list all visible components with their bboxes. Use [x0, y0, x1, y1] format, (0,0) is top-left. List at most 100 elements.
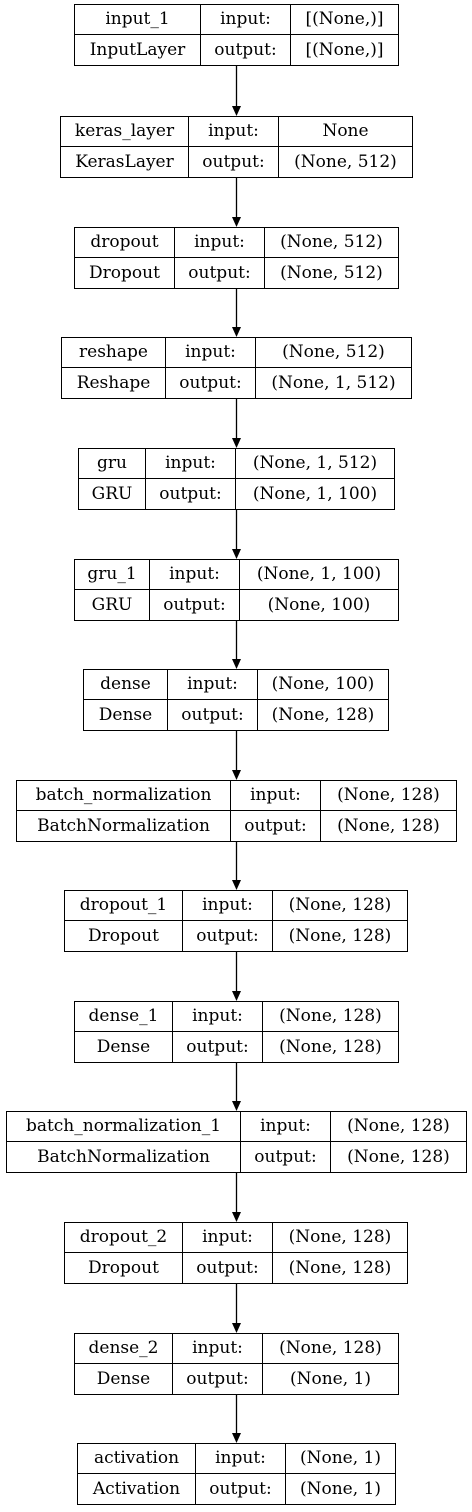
- layer-class: GRU: [79, 479, 146, 509]
- layer-name: reshape: [62, 338, 166, 368]
- input-shape: (None, 1): [286, 1444, 395, 1474]
- layer-class: KerasLayer: [61, 147, 189, 177]
- input-label: input:: [146, 449, 236, 479]
- layer-name: activation: [78, 1444, 196, 1474]
- output-shape: (None, 1, 100): [252, 483, 378, 504]
- input-shape: (None, 128): [263, 1334, 398, 1364]
- layer-name: gru_1: [75, 560, 150, 590]
- layer-class: Dropout: [75, 258, 175, 288]
- output-shape: (None, 128): [279, 1036, 382, 1057]
- layer-name: batch_normalization: [17, 781, 231, 811]
- output-shape: (None, 128): [271, 704, 375, 725]
- output-label: output:: [183, 1253, 273, 1283]
- layer-name: dense: [84, 670, 168, 700]
- layer-class: Dense: [75, 1032, 173, 1062]
- input-shape: (None, 512): [256, 338, 411, 368]
- output-shape: (None, 128): [347, 1146, 450, 1167]
- input-shape: (None, 128): [273, 891, 407, 921]
- output-label: output:: [183, 921, 273, 951]
- input-label: input:: [183, 891, 273, 921]
- output-label: output:: [175, 258, 265, 288]
- layer-class: BatchNormalization: [17, 811, 231, 841]
- arrowhead-icon: [232, 991, 241, 1001]
- arrowhead-icon: [232, 217, 241, 227]
- input-shape: None: [279, 117, 412, 147]
- input-label: input:: [166, 338, 256, 368]
- input-shape: (None, 128): [331, 1112, 466, 1142]
- output-shape: (None, 1): [299, 1478, 381, 1499]
- arrowhead-icon: [232, 1323, 241, 1333]
- input-label: input:: [168, 670, 258, 700]
- output-label: output:: [150, 590, 240, 620]
- output-label: output:: [173, 1364, 263, 1394]
- output-shape: (None, 512): [280, 262, 383, 283]
- input-label: input:: [201, 5, 291, 35]
- layer-class: Dense: [84, 700, 168, 730]
- layer-class: Reshape: [62, 368, 166, 398]
- output-shape: (None, 1, 512): [271, 372, 396, 393]
- arrowhead-icon: [232, 770, 241, 780]
- arrowhead-icon: [232, 1433, 241, 1443]
- output-label: output:: [146, 479, 236, 509]
- layer-name: gru: [79, 449, 146, 479]
- layer-class: Dropout: [65, 921, 183, 951]
- input-label: input:: [175, 228, 265, 258]
- input-shape: (None, 128): [263, 1002, 398, 1032]
- arrowhead-icon: [232, 1101, 241, 1111]
- arrowhead-icon: [232, 549, 241, 559]
- arrowhead-icon: [232, 880, 241, 890]
- input-label: input:: [196, 1444, 286, 1474]
- input-label: input:: [189, 117, 279, 147]
- output-shape: (None, 1): [289, 1368, 371, 1389]
- arrowhead-icon: [232, 1212, 241, 1222]
- output-shape: (None, 128): [337, 815, 440, 836]
- layer-class: Activation: [78, 1474, 196, 1504]
- output-label: output:: [166, 368, 256, 398]
- arrowhead-icon: [232, 106, 241, 116]
- input-label: input:: [173, 1002, 263, 1032]
- layer-class: GRU: [75, 590, 150, 620]
- layer-name: keras_layer: [61, 117, 189, 147]
- layer-name: dropout_1: [65, 891, 183, 921]
- arrowhead-icon: [232, 659, 241, 669]
- layer-name: dense_2: [75, 1334, 173, 1364]
- input-label: input:: [231, 781, 321, 811]
- output-shape: [(None,)]: [305, 39, 384, 60]
- input-shape: (None, 1, 512): [236, 449, 394, 479]
- layer-class: BatchNormalization: [7, 1142, 241, 1172]
- output-label: output:: [201, 35, 291, 65]
- output-shape: (None, 100): [267, 594, 371, 615]
- output-shape: (None, 128): [288, 1257, 392, 1278]
- layer-class: Dense: [75, 1364, 173, 1394]
- layer-class: InputLayer: [75, 35, 201, 65]
- input-label: input:: [173, 1334, 263, 1364]
- layer-name: dropout_2: [65, 1223, 183, 1253]
- input-shape: [(None,)]: [291, 5, 398, 35]
- output-label: output:: [241, 1142, 331, 1172]
- layer-name: batch_normalization_1: [7, 1112, 241, 1142]
- input-shape: (None, 128): [321, 781, 456, 811]
- output-shape: (None, 128): [288, 925, 392, 946]
- arrowhead-icon: [232, 438, 241, 448]
- arrowhead-icon: [232, 327, 241, 337]
- output-label: output:: [231, 811, 321, 841]
- output-label: output:: [173, 1032, 263, 1062]
- output-label: output:: [196, 1474, 286, 1504]
- input-shape: (None, 100): [258, 670, 388, 700]
- output-label: output:: [168, 700, 258, 730]
- output-label: output:: [189, 147, 279, 177]
- input-shape: (None, 512): [265, 228, 398, 258]
